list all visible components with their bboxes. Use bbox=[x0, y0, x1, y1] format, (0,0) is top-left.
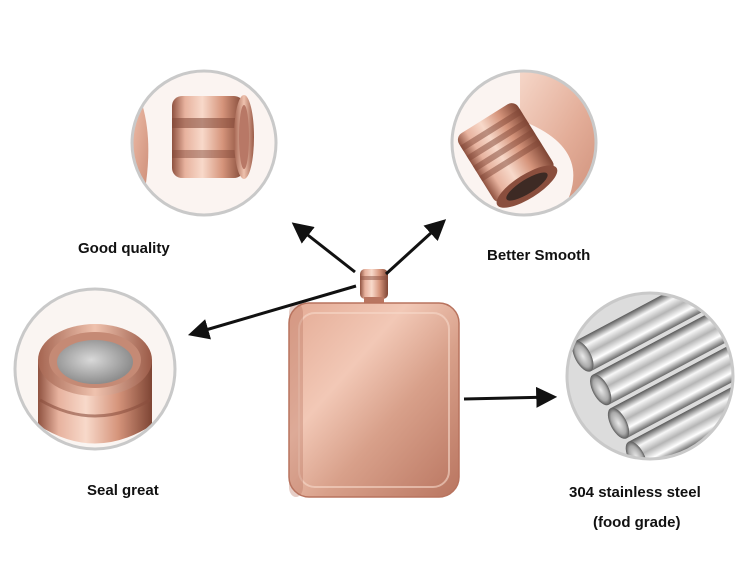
stainless-steel-label: 304 stainless steel bbox=[569, 484, 701, 501]
seal-great-label: Seal great bbox=[87, 482, 159, 499]
neck-closeup-photo bbox=[130, 69, 278, 217]
hip-flask bbox=[288, 269, 460, 498]
cap-closeup-photo bbox=[13, 287, 177, 451]
food-grade-label: (food grade) bbox=[593, 514, 681, 531]
steel-tubes-photo bbox=[565, 291, 735, 461]
arrow-to-seal-great bbox=[187, 284, 357, 340]
arrow-to-better-smooth bbox=[384, 219, 447, 276]
arrow-to-good-quality bbox=[291, 222, 356, 274]
good-quality-label: Good quality bbox=[78, 240, 170, 257]
arrow-to-stainless-steel bbox=[463, 386, 558, 408]
arrows bbox=[187, 219, 558, 408]
better-smooth-label: Better Smooth bbox=[487, 247, 591, 264]
threads-closeup-photo bbox=[450, 69, 598, 217]
